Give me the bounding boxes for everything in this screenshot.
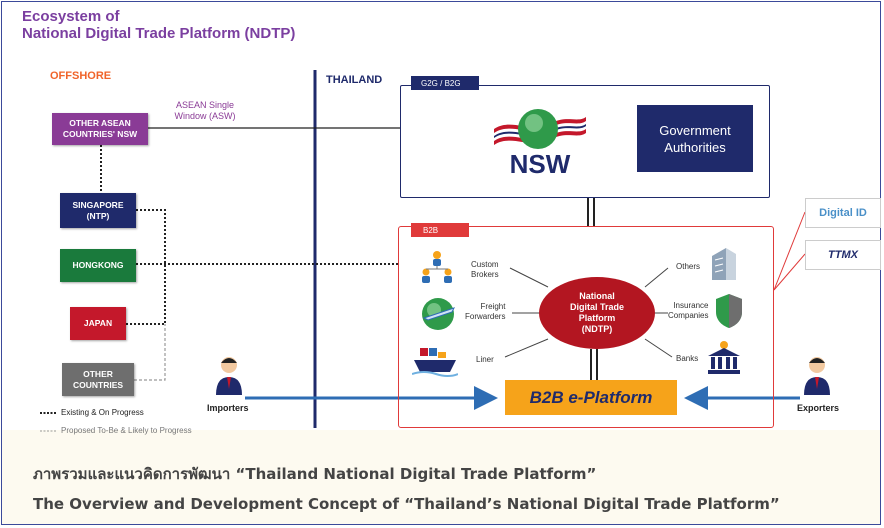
ndtp-line-2: Digital Trade [569,302,624,312]
sg-line-2: (NTP) [86,210,110,221]
spoke-liner [504,338,549,358]
spoke-others [644,267,669,288]
label-liner: Liner [476,355,494,364]
label-banks: Banks [676,354,699,363]
digital-id-link [773,211,806,291]
sg-bracket [136,209,166,264]
thailand-label: THAILAND [326,74,383,86]
asw-line-1: ASEAN Single [175,100,235,110]
ndtp-line-1: National [579,291,615,301]
country-japan: JAPAN [70,307,126,340]
insurance-shield-icon [714,292,744,335]
other-line-2: COUNTRIES [72,379,124,390]
insurance-line-2: Companies [668,311,709,320]
legend-dashed: Proposed To-Be & Likely to Progress [61,426,192,435]
gov-line-1: Government [659,122,731,138]
page-title: Ecosystem of National Digital Trade Plat… [22,8,295,42]
freight-line-2: Forwarders [465,312,506,321]
freight-forwarders-icon [418,296,458,337]
asean-line-2: COUNTRIES' NSW [62,129,138,139]
ndtp-hub: National Digital Trade Platform (NDTP) [539,277,655,349]
insurance-line-1: Insurance [673,301,709,310]
other-line [134,324,166,381]
liner-ship-icon [411,342,459,383]
building-icon [706,246,740,287]
exporters-label: Exporters [797,403,840,413]
other-line-1: OTHER [83,368,113,379]
label-custom-brokers: Custom Brokers [471,260,499,280]
caption-band [2,430,880,524]
asw-line-2: Window (ASW) [174,111,236,121]
title-line-1: Ecosystem of [22,8,120,25]
offshore-label: OFFSHORE [50,70,112,82]
label-others: Others [676,262,701,271]
spoke-banks [644,338,673,358]
bank-icon [706,340,742,381]
japan-line [126,264,166,325]
label-freight-forwarders: Freight Forwarders [465,302,505,322]
country-singapore: SINGAPORE(NTP) [60,193,136,228]
ttmx-link [773,253,806,291]
importers-label: Importers [207,403,249,413]
importer-person-icon [214,355,244,400]
ttmx-logo: TTMX [805,240,881,270]
g2g-tab: G2G / B2G [411,76,479,90]
ndtp-line-3: Platform [578,313,616,323]
b2b-panel [398,226,774,428]
caption-english: The Overview and Development Concept of … [33,495,780,513]
sg-line-1: SINGAPORE [72,199,124,210]
title-line-2: National Digital Trade Platform (NDTP) [22,25,296,42]
custom-brokers-icon [420,250,454,291]
ndtp-line-4: (NDTP) [581,324,613,334]
nsw-logo-text: NSW [510,149,571,179]
freight-line-1: Freight [480,302,506,311]
asw-label: ASEAN Single Window (ASW) [160,100,250,122]
brokers-line-2: Brokers [471,270,499,279]
spoke-brokers [509,267,549,288]
g2g-panel [400,85,770,198]
asean-line-1: OTHER ASEAN [69,118,131,128]
b2b-e-platform: B2B e-Platform [505,380,677,415]
legend-solid: Existing & On Progress [61,408,144,417]
nsw-logo: NSW [492,95,588,187]
country-hongkong: HONGKONG [60,249,136,282]
nsw-logo-icon: NSW [494,109,586,179]
exporter-person-icon [802,355,832,400]
b2b-tab: B2B [411,223,469,237]
label-insurance: Insurance Companies [668,301,708,321]
gov-line-2: Authorities [664,139,726,155]
digital-id-logo: Digital ID [805,198,881,228]
caption-thai: ภาพรวมและแนวคิดการพัฒนา “Thailand Nation… [33,465,597,483]
brokers-line-1: Custom [471,260,499,269]
